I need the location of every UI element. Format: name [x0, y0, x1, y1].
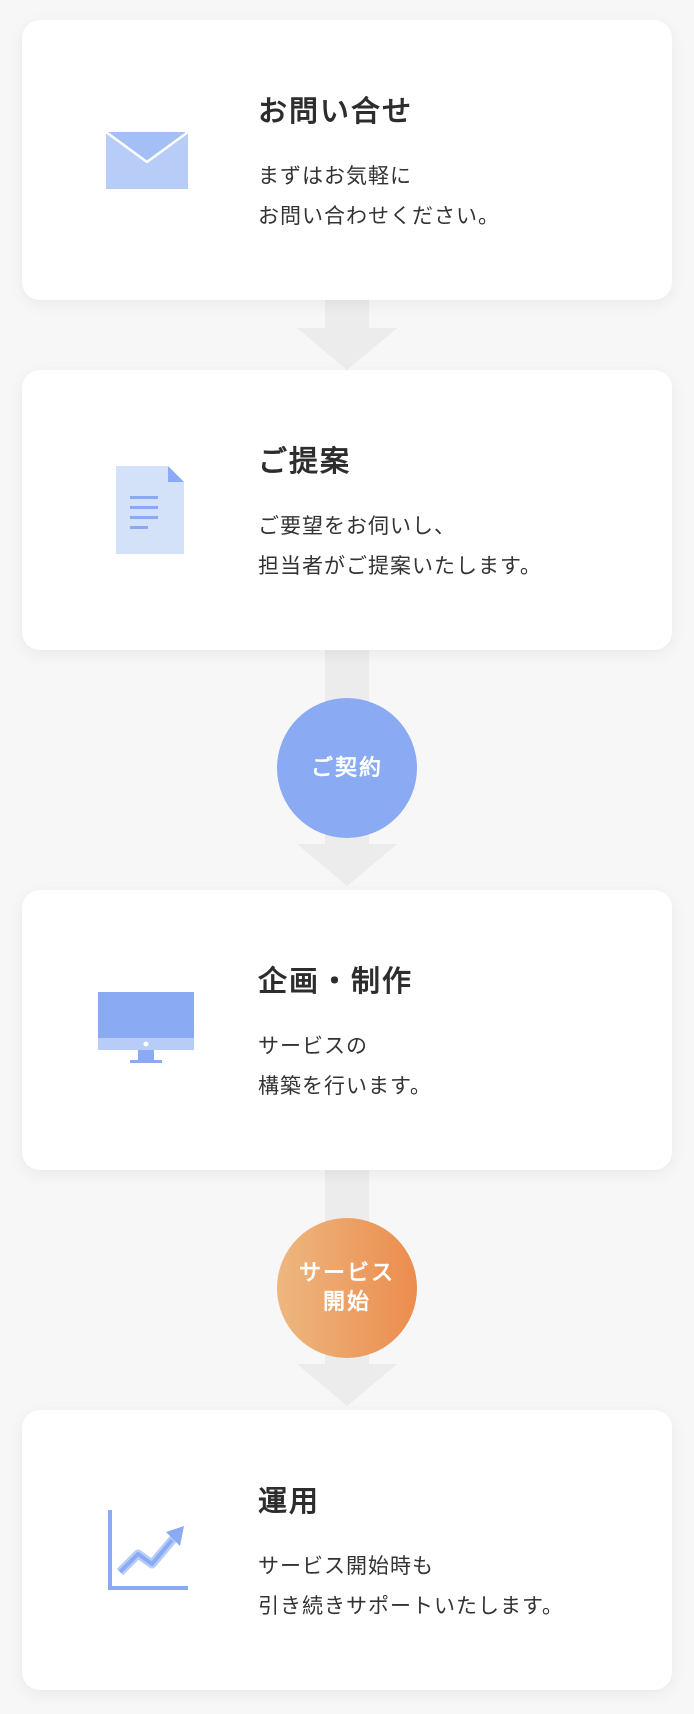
step-card-proposal: ご提案 ご要望をお伺いし、 担当者がご提案いたします。: [22, 370, 672, 650]
step-title: お問い合せ: [258, 94, 414, 128]
milestone-label: ご契約: [310, 755, 383, 781]
step-description-line: お問い合わせください。: [258, 204, 500, 228]
step-description: まずはお気軽に お問い合わせください。: [258, 156, 658, 236]
step-description-line: まずはお気軽に: [258, 164, 412, 188]
step-description: サービスの 構築を行います。: [258, 1026, 658, 1106]
step-description-line: ご要望をお伺いし、: [258, 514, 456, 538]
step-card-operation: 運用 サービス開始時も 引き続きサポートいたします。: [22, 1410, 672, 1690]
step-title: 運用: [258, 1484, 321, 1518]
step-description-line: 引き続きサポートいたします。: [258, 1594, 564, 1618]
milestone-label: サービス: [298, 1261, 395, 1286]
milestone-service-start: サービス 開始: [277, 1218, 417, 1358]
step-title: 企画・制作: [258, 964, 414, 998]
step-description-line: 担当者がご提案いたします。: [258, 554, 542, 578]
step-description: ご要望をお伺いし、 担当者がご提案いたします。: [258, 506, 658, 586]
step-card-inquiry: お問い合せ まずはお気軽に お問い合わせください。: [22, 20, 672, 300]
step-description-line: サービスの: [258, 1034, 368, 1058]
step-description-line: 構築を行います。: [258, 1074, 432, 1098]
connector-arrow: [297, 844, 397, 886]
growth-chart-icon: [86, 1490, 206, 1610]
monitor-icon: [86, 970, 206, 1090]
connector-arrow: [297, 328, 397, 370]
milestone-label: 開始: [322, 1290, 371, 1315]
step-description: サービス開始時も 引き続きサポートいたします。: [258, 1546, 658, 1626]
step-title: ご提案: [258, 444, 352, 478]
milestone-contract: ご契約: [277, 698, 417, 838]
connector-arrow: [297, 1364, 397, 1406]
document-icon: [86, 450, 206, 570]
connector-track: [325, 298, 369, 330]
envelope-icon: [86, 100, 206, 220]
step-card-planning: 企画・制作 サービスの 構築を行います。: [22, 890, 672, 1170]
step-description-line: サービス開始時も: [258, 1554, 434, 1578]
